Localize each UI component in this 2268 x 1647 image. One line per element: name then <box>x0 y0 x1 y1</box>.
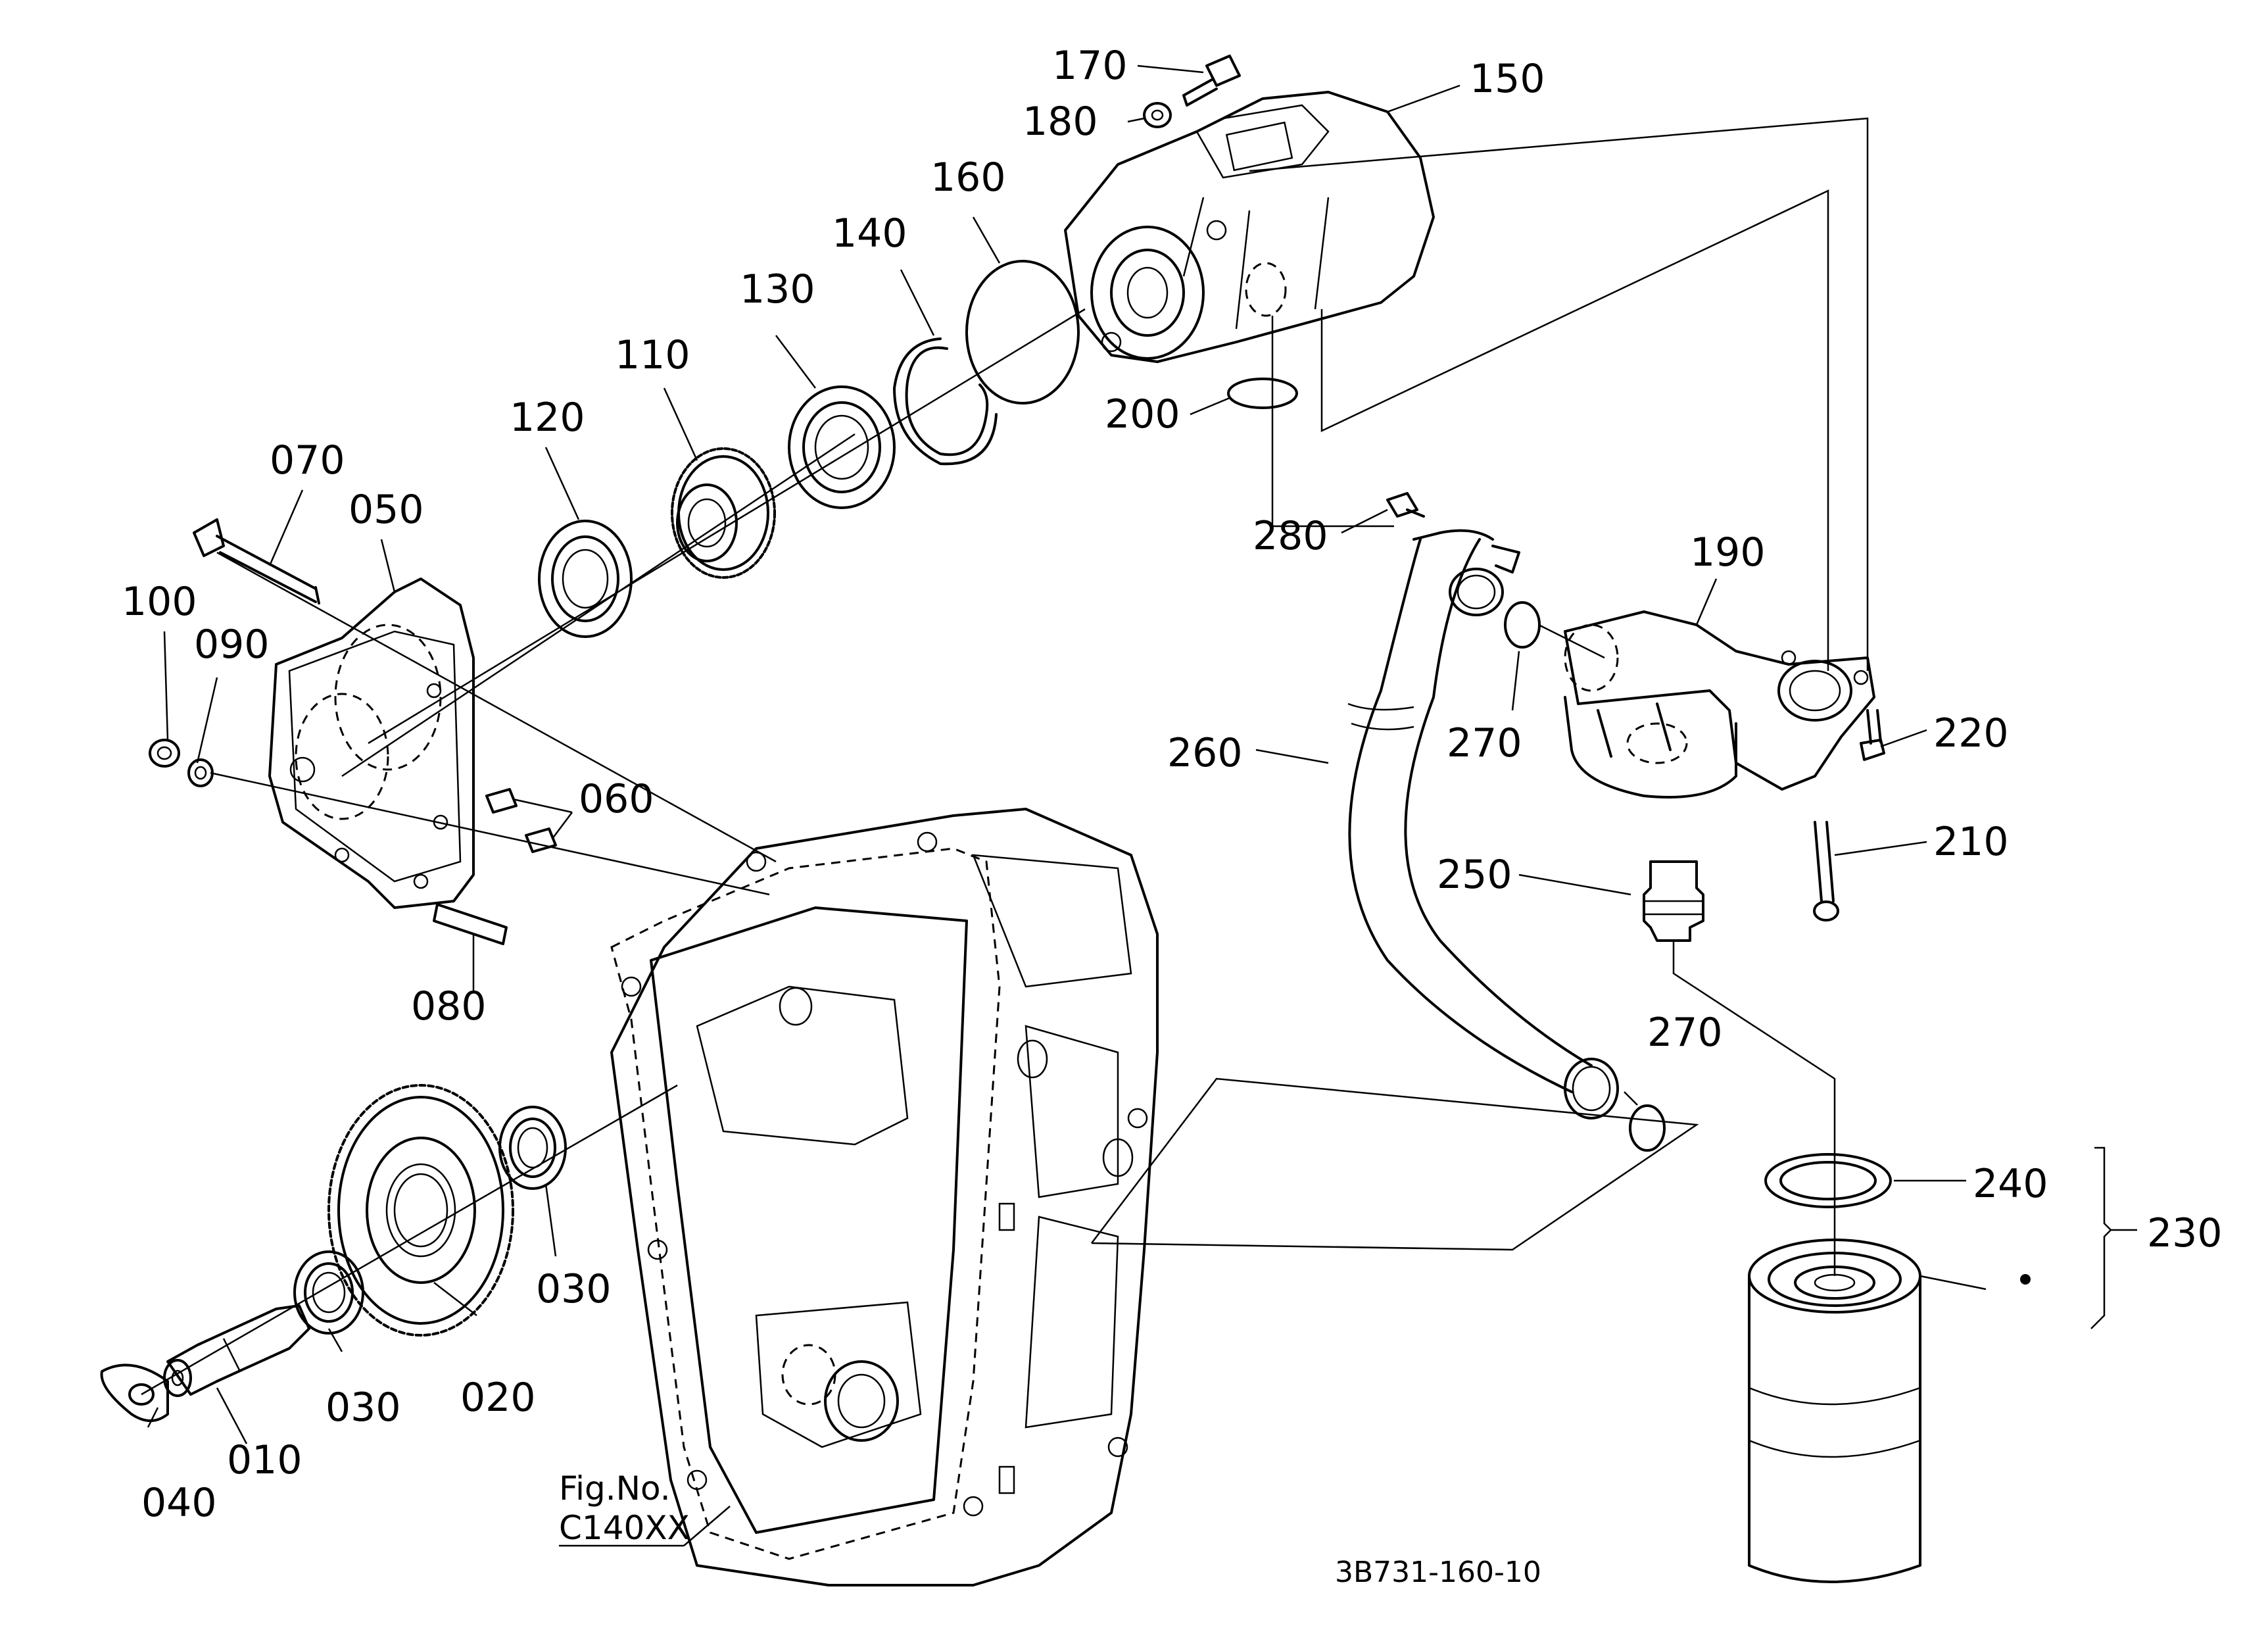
label-280: 280 <box>1253 513 1328 559</box>
part-250-nipple <box>1643 860 1704 942</box>
label-070: 070 <box>270 437 345 483</box>
label-100: 100 <box>122 579 197 625</box>
part-230-oil-filter <box>1748 1239 1921 1583</box>
part-270-o-ring-upper <box>1504 601 1541 649</box>
label-010: 010 <box>227 1437 302 1483</box>
part-100-nut <box>149 739 180 768</box>
label-250: 250 <box>1437 852 1512 898</box>
part-170-bolt <box>1182 55 1241 107</box>
part-070-bolt <box>193 518 320 604</box>
part-280-bolt <box>1386 492 1425 518</box>
part-050-cover-plate <box>268 578 475 909</box>
part-240-gasket <box>1764 1153 1892 1208</box>
label-240: 240 <box>1973 1161 2048 1207</box>
part-030-bearing-upper <box>498 1106 567 1190</box>
part-080-stud <box>433 903 508 945</box>
part-270-o-ring-lower <box>1629 1104 1666 1152</box>
drawing-code: 3B731-160-10 <box>1335 1556 1541 1589</box>
label-110: 110 <box>615 332 690 378</box>
part-090-washer <box>187 758 214 787</box>
label-260: 260 <box>1167 730 1243 776</box>
label-030-upper: 030 <box>536 1266 612 1312</box>
part-150-hydraulic-pump <box>1064 91 1435 363</box>
label-140: 140 <box>832 210 907 257</box>
label-210: 210 <box>1933 819 2009 865</box>
part-020-gear <box>327 1084 514 1337</box>
part-260-hose <box>1347 529 1619 1119</box>
label-050: 050 <box>349 487 424 533</box>
label-030-lower: 030 <box>326 1385 401 1431</box>
label-060: 060 <box>579 776 654 822</box>
part-130-bearing <box>788 385 896 509</box>
label-120: 120 <box>510 395 585 441</box>
fig-ref-line1: Fig.No. <box>559 1469 671 1508</box>
label-090: 090 <box>194 622 270 668</box>
label-130: 130 <box>740 266 815 312</box>
label-270-lower: 270 <box>1647 1010 1723 1056</box>
part-060-pins <box>485 788 557 853</box>
part-200-o-ring <box>1227 378 1298 409</box>
label-020: 020 <box>460 1375 536 1421</box>
part-210-bolt <box>1813 821 1839 922</box>
label-160: 160 <box>930 155 1006 201</box>
figure-reference: Fig.No. C140XX <box>559 1469 690 1547</box>
part-180-washer <box>1143 102 1172 128</box>
label-190: 190 <box>1690 529 1766 576</box>
label-230: 230 <box>2147 1210 2223 1256</box>
part-110-gear <box>671 447 776 579</box>
label-200: 200 <box>1105 391 1180 437</box>
transmission-housing <box>610 808 1159 1586</box>
part-labels: 040 010 030 020 030 080 060 100 090 070 … <box>122 43 2223 1526</box>
label-080: 080 <box>411 983 487 1029</box>
part-160-o-ring <box>965 260 1080 405</box>
leader-lines <box>141 117 1869 1396</box>
part-190-filter-head <box>1564 610 1875 799</box>
part-140-snap-ring <box>893 337 998 466</box>
label-180: 180 <box>1023 99 1098 145</box>
part-040-tab-washer <box>100 1364 169 1422</box>
label-270-upper: 270 <box>1447 720 1522 766</box>
part-010-shaft <box>163 1304 310 1397</box>
label-pointers <box>147 64 2137 1547</box>
label-220: 220 <box>1933 710 2009 756</box>
part-120-bearing <box>538 520 633 638</box>
fig-ref-line2: C140XX <box>559 1509 690 1547</box>
part-220-bolt <box>1860 709 1885 761</box>
label-170: 170 <box>1052 43 1128 89</box>
label-040: 040 <box>141 1480 217 1526</box>
label-150: 150 <box>1470 56 1545 102</box>
